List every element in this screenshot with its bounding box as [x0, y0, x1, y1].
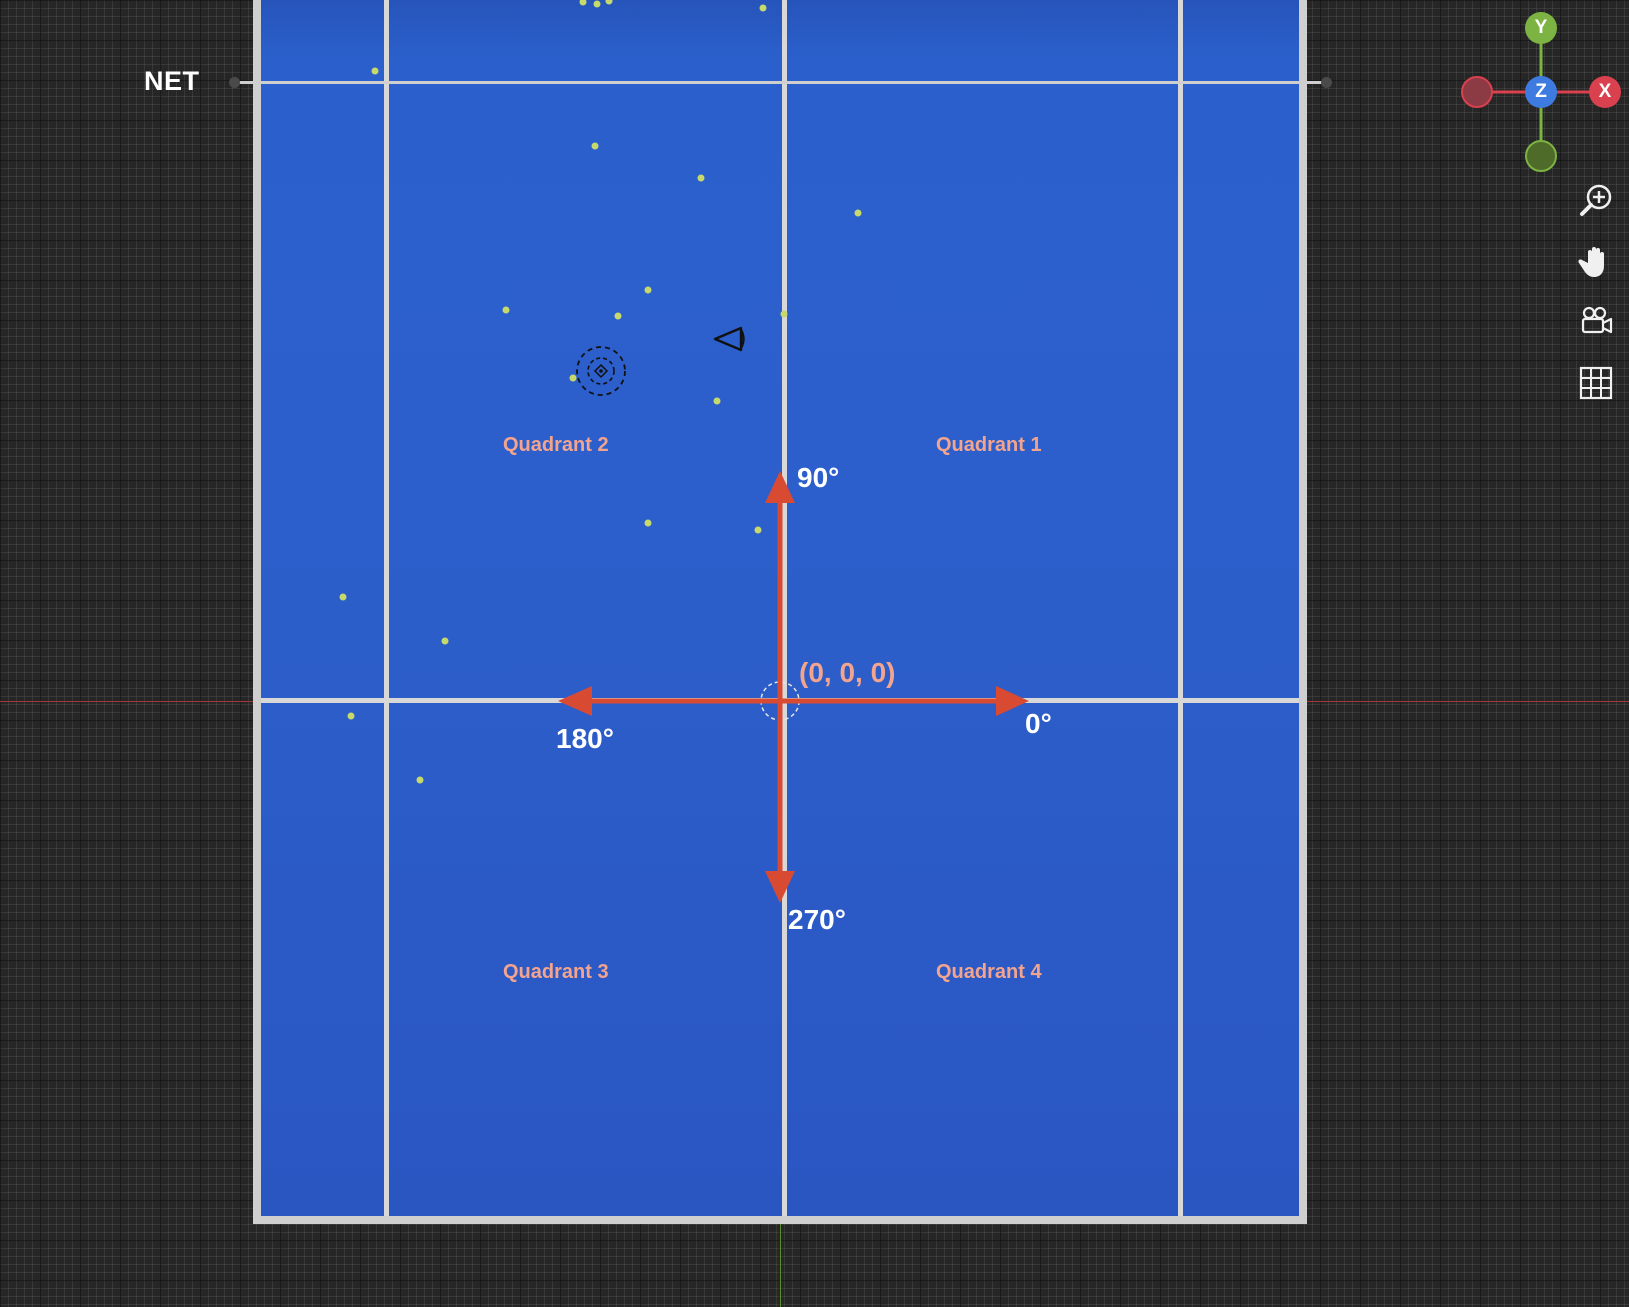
ball-mark [569, 374, 577, 382]
ball-mark [780, 310, 788, 318]
zoom-icon[interactable] [1576, 180, 1616, 220]
angle-0-label: 0° [1025, 708, 1052, 739]
ball-mark [713, 397, 721, 405]
ball-mark [759, 4, 767, 12]
world-y-axis-line [780, 1215, 781, 1307]
ball-mark [593, 0, 601, 8]
arrow-90-head [765, 471, 795, 503]
ball-mark [579, 0, 587, 6]
gizmo-y-label: Y [1534, 17, 1548, 38]
quadrant-4-label: Quadrant 4 [936, 961, 1042, 983]
ball-mark [371, 67, 379, 75]
net-line [232, 81, 1328, 84]
grid-icon[interactable] [1576, 363, 1616, 403]
gizmo-x-axis[interactable]: X [1589, 76, 1621, 108]
camera-icon[interactable] [1576, 302, 1616, 342]
arrow-270-head [765, 871, 795, 903]
quadrant-1-label: Quadrant 1 [936, 434, 1042, 456]
arrow-0-head [996, 686, 1029, 716]
target-marker[interactable] [576, 346, 626, 396]
angle-90-label: 90° [797, 462, 840, 493]
ball-mark [854, 209, 862, 217]
ball-mark [416, 776, 424, 784]
quadrant-3-label: Quadrant 3 [503, 961, 609, 983]
ball-mark [441, 637, 449, 645]
gizmo-neg-x-axis[interactable] [1461, 76, 1493, 108]
right-service-line [1178, 0, 1183, 1216]
ball-mark [605, 0, 613, 5]
gizmo-z-axis[interactable]: Z [1525, 76, 1557, 108]
camera-marker-icon[interactable] [713, 326, 745, 352]
ball-marks [339, 0, 862, 784]
gizmo-x-label: X [1598, 81, 1612, 102]
quadrant-2-label: Quadrant 2 [503, 434, 609, 456]
pan-hand-icon[interactable] [1576, 241, 1616, 281]
ball-mark [614, 312, 622, 320]
gizmo-y-axis[interactable]: Y [1525, 12, 1557, 44]
direction-arrows [558, 471, 1029, 903]
ball-mark [754, 526, 762, 534]
ball-mark [644, 286, 652, 294]
angle-270-label: 270° [788, 904, 846, 935]
origin-coordinate-label: (0, 0, 0) [799, 657, 896, 688]
ball-mark [591, 142, 599, 150]
ball-mark [502, 306, 510, 314]
net-post-left [229, 77, 240, 88]
left-service-line [384, 0, 389, 1216]
ball-mark [347, 712, 355, 720]
gizmo-z-label: Z [1535, 81, 1547, 102]
net-post-right [1321, 77, 1332, 88]
ball-mark [644, 519, 652, 527]
angle-180-label: 180° [556, 723, 614, 754]
center-line [782, 0, 787, 1216]
ball-mark [339, 593, 347, 601]
gizmo-neg-y-axis[interactable] [1525, 140, 1557, 172]
ball-mark [697, 174, 705, 182]
arrow-180-head [558, 686, 592, 716]
net-label: NET [144, 66, 200, 96]
